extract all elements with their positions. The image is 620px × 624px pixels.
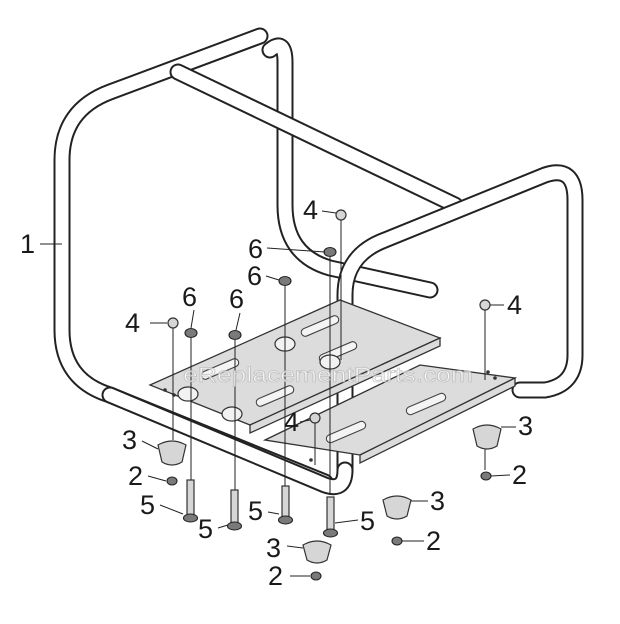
leader-lines xyxy=(40,210,516,577)
callout-frame: 1 xyxy=(20,229,35,259)
washer-small xyxy=(184,246,337,341)
callout-screw: 2 xyxy=(128,461,143,491)
rubber-foot xyxy=(157,424,502,564)
callout-screw: 2 xyxy=(426,526,441,556)
base-plate-rear xyxy=(148,299,442,435)
tubular-frame xyxy=(53,27,584,496)
callout-rubber-foot: 3 xyxy=(518,411,533,441)
callout-screw: 2 xyxy=(512,460,527,490)
callout-nut: 4 xyxy=(303,195,318,225)
callout-rubber-foot: 3 xyxy=(122,425,137,455)
callout-bolt: 5 xyxy=(248,496,263,526)
callout-washer: 6 xyxy=(229,284,244,314)
assembly-lines xyxy=(172,220,486,495)
callout-rubber-foot: 3 xyxy=(266,533,281,563)
callout-bolt: 5 xyxy=(140,490,155,520)
callout-washer: 6 xyxy=(247,261,262,291)
callout-nut: 4 xyxy=(507,290,522,320)
base-plate-front xyxy=(262,364,518,465)
callout-washer: 6 xyxy=(248,234,263,264)
watermark-text: eReplacementParts.com xyxy=(183,364,473,387)
callout-washer: 6 xyxy=(182,282,197,312)
callout-bolt: 5 xyxy=(360,506,375,536)
callout-screw: 2 xyxy=(268,561,283,591)
screw xyxy=(166,471,492,581)
callout-rubber-foot: 3 xyxy=(430,486,445,516)
callout-bolt: 5 xyxy=(198,514,213,544)
callout-nut: 4 xyxy=(284,407,299,437)
callout-nut: 4 xyxy=(125,308,140,338)
callout-labels: 1 4 4 4 4 6 6 6 6 3 3 3 3 2 2 2 2 5 5 5 … xyxy=(20,195,533,591)
bolt xyxy=(182,479,339,538)
